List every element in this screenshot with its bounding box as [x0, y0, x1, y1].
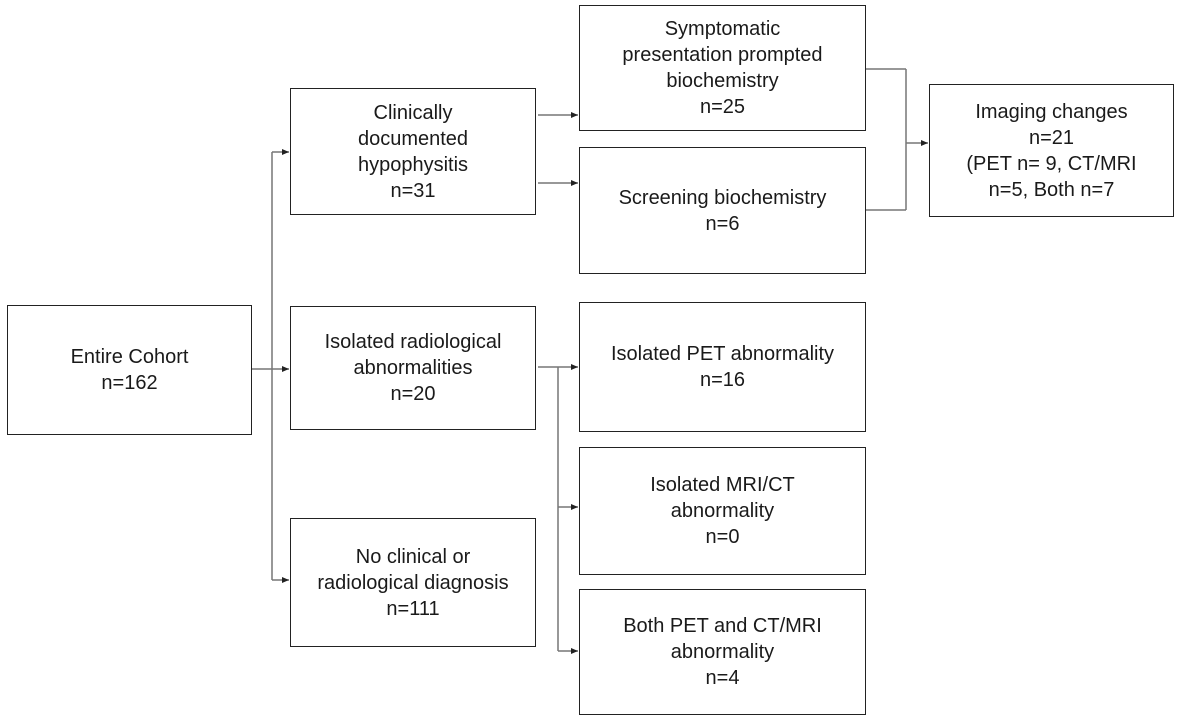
clinical-hypophysitis-box: Clinically documented hypophysitis n=31: [290, 88, 536, 215]
isolated-mri-ct-line-1: Isolated MRI/CT: [650, 474, 795, 496]
imaging-changes-box: Imaging changes n=21 (PET n= 9, CT/MRI n…: [929, 84, 1174, 217]
no-diagnosis-line-2: radiological diagnosis: [317, 571, 509, 594]
symptomatic-line-3: biochemistry: [666, 70, 779, 92]
isolated-pet-line-2: n=16: [699, 369, 746, 391]
isolated-mri-ct-line-3: n=0: [705, 526, 740, 548]
no-diagnosis-line-3: n=111: [386, 597, 440, 620]
isolated-pet-line-1: Isolated PET abnormality: [610, 343, 835, 365]
isolated-radiological-box: Isolated radiological abnormalities n=20: [290, 306, 536, 430]
no-diagnosis-box: No clinical or radiological diagnosis n=…: [290, 518, 536, 647]
entire-cohort-line-2: n=162: [101, 372, 158, 394]
screening-line-1: Screening biochemistry: [618, 186, 827, 209]
symptomatic-line-4: n=25: [699, 96, 746, 118]
entire-cohort-line-1: Entire Cohort: [70, 346, 189, 368]
clinical-line-4: n=31: [390, 179, 436, 202]
screening-line-2: n=6: [705, 212, 740, 235]
isolated-radiological-line-3: n=20: [390, 383, 436, 405]
imaging-line-2: n=21: [1028, 126, 1075, 149]
both-pet-ct-mri-box: Both PET and CT/MRI abnormality n=4: [579, 589, 866, 715]
isolated-mri-ct-box: Isolated MRI/CT abnormality n=0: [579, 447, 866, 575]
clinical-line-2: documented: [357, 127, 469, 150]
imaging-line-1: Imaging changes: [975, 100, 1128, 123]
imaging-line-3: (PET n= 9, CT/MRI: [966, 152, 1137, 175]
entire-cohort-box: Entire Cohort n=162: [7, 305, 252, 435]
clinical-line-3: hypophysitis: [357, 153, 469, 176]
imaging-line-4: n=5, Both n=7: [988, 178, 1115, 201]
both-line-1: Both PET and CT/MRI: [623, 615, 822, 637]
isolated-pet-box: Isolated PET abnormality n=16: [579, 302, 866, 432]
no-diagnosis-line-1: No clinical or: [355, 545, 471, 568]
both-line-3: n=4: [705, 667, 740, 689]
isolated-radiological-line-2: abnormalities: [353, 357, 473, 379]
symptomatic-line-2: presentation prompted: [622, 44, 823, 66]
symptomatic-line-1: Symptomatic: [664, 18, 781, 40]
symptomatic-box: Symptomatic presentation prompted bioche…: [579, 5, 866, 131]
isolated-mri-ct-line-2: abnormality: [670, 500, 775, 522]
isolated-radiological-line-1: Isolated radiological: [324, 331, 502, 353]
clinical-line-1: Clinically: [373, 101, 453, 124]
both-line-2: abnormality: [670, 641, 775, 663]
screening-box: Screening biochemistry n=6: [579, 147, 866, 274]
